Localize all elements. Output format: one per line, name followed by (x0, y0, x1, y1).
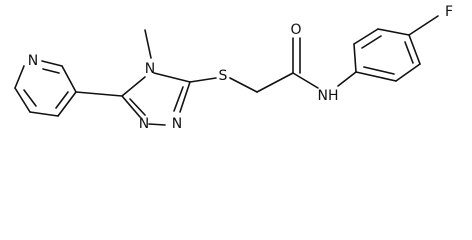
bond (353, 28, 379, 45)
bond (395, 63, 421, 82)
bond (144, 29, 152, 59)
bond (256, 72, 294, 93)
atom-label-triazole-n-lower-left: N (139, 116, 149, 132)
bond (14, 65, 25, 89)
bond (153, 72, 191, 83)
chemical-structure-diagram: N N N N S O NH F (14, 4, 453, 132)
bond (41, 60, 63, 67)
bond (355, 71, 397, 82)
bond-lines (14, 15, 439, 126)
bond (57, 91, 77, 117)
bond (377, 28, 410, 36)
bond (353, 43, 357, 73)
bond (121, 95, 141, 118)
atom-label-pyridine-n: N (28, 53, 38, 69)
bond (29, 111, 59, 117)
bond (23, 89, 37, 107)
bond (229, 77, 258, 93)
atom-label-fluorine: F (445, 4, 453, 20)
bond (61, 65, 77, 93)
atom-label-triazole-n-methyl: N (145, 61, 155, 77)
bond (14, 87, 31, 113)
atom-label-triazole-n-lower-right: N (172, 116, 182, 132)
bond (408, 34, 421, 65)
bond (121, 76, 146, 97)
atom-labels: N N N N S O NH F (28, 4, 453, 132)
bond (361, 35, 382, 49)
atom-label-oxygen: O (290, 22, 301, 38)
bond (42, 68, 60, 74)
bond (179, 81, 191, 113)
bond (189, 77, 217, 83)
bond (55, 91, 69, 109)
atom-label-amide-nh: NH (318, 88, 339, 104)
bond (173, 86, 184, 112)
bond (408, 15, 439, 36)
bond (292, 72, 319, 89)
bond (337, 71, 357, 87)
bond (148, 123, 166, 126)
atom-label-sulfur: S (219, 68, 228, 84)
bond (404, 41, 414, 64)
bond (363, 66, 395, 75)
bond (129, 98, 146, 116)
bond (75, 91, 123, 97)
